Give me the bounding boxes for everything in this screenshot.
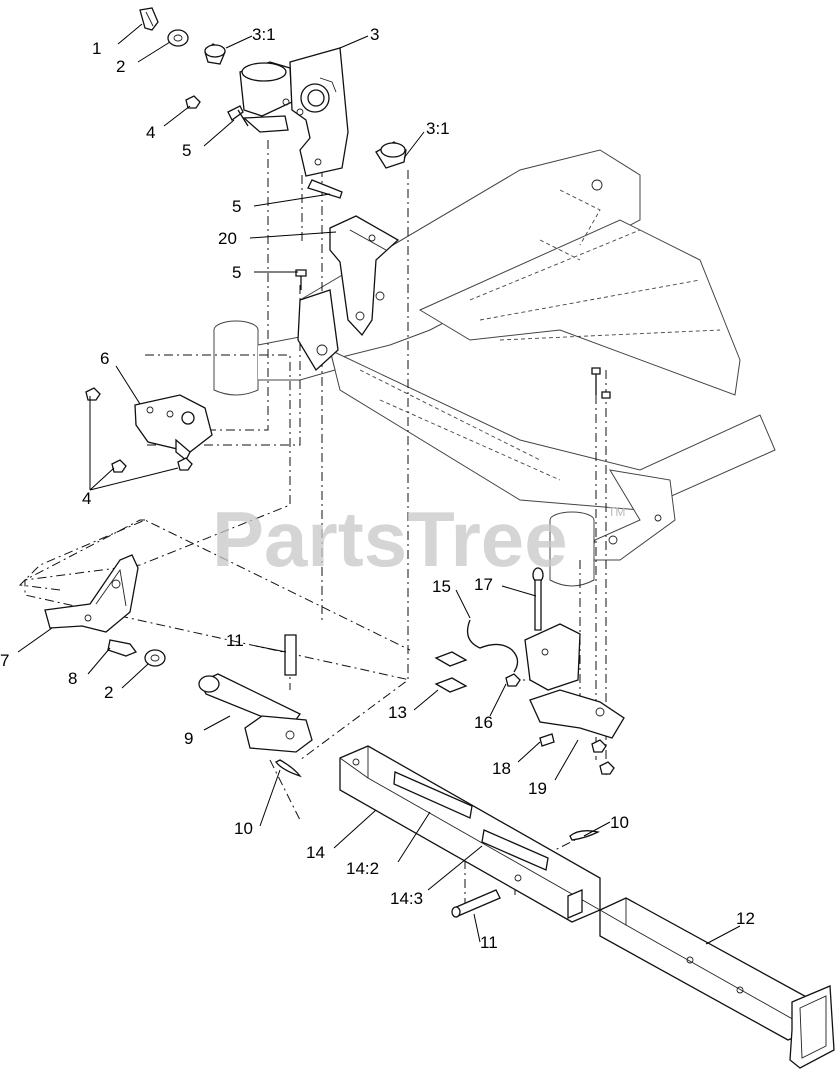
part-nut-19a — [591, 739, 607, 753]
callout-11: 11 — [226, 631, 244, 650]
part-3-lever-bracket — [239, 47, 349, 177]
part-4-nut-a — [85, 387, 101, 401]
callout-6: 6 — [100, 349, 109, 368]
part-14-tube — [339, 745, 601, 923]
callout-13: 13 — [388, 703, 407, 722]
assembly-lines — [18, 130, 607, 910]
callout-18: 18 — [492, 759, 511, 778]
part-4-nut-c — [177, 457, 193, 471]
callout-14-2: 14:2 — [346, 859, 379, 878]
callout-4: 4 — [82, 489, 91, 508]
callout-10: 10 — [234, 819, 253, 838]
part-13-pad-a — [434, 651, 468, 667]
callout-10: 10 — [610, 813, 629, 832]
callout-7: 7 — [0, 651, 9, 670]
callout-14-3: 14:3 — [390, 889, 423, 908]
part-5-bolt-a — [227, 105, 249, 127]
callout-2: 2 — [116, 57, 125, 76]
callout-14: 14 — [306, 843, 325, 862]
callout-15: 15 — [432, 577, 451, 596]
part-18-bolt — [539, 733, 555, 747]
part-3-1-bushing-right — [375, 141, 407, 169]
part-20-bracket — [297, 215, 400, 372]
part-4-nut-top — [185, 95, 201, 109]
part-12-tube — [599, 897, 835, 1069]
callout-5: 5 — [232, 263, 241, 282]
part-2-washer — [167, 29, 189, 47]
leader-lines — [17, 23, 741, 945]
part-4-nut-b — [111, 459, 127, 473]
callout-4: 4 — [146, 123, 155, 142]
callout-12: 12 — [736, 909, 755, 928]
part-bolt-top-right-a — [591, 367, 601, 395]
callout-5: 5 — [182, 141, 191, 160]
callout-16: 16 — [474, 713, 493, 732]
callout-17: 17 — [474, 575, 493, 594]
part-3-1-bushing-top — [204, 43, 226, 65]
callout-5: 5 — [232, 197, 241, 216]
callout-20: 20 — [218, 229, 237, 248]
part-11-pin-b — [453, 889, 501, 917]
part-10-clip-b — [569, 830, 600, 841]
part-6-plate — [134, 394, 213, 462]
callout-9: 9 — [184, 729, 193, 748]
callout-8: 8 — [68, 669, 77, 688]
part-19-bracket — [524, 623, 625, 739]
callout-11: 11 — [480, 933, 498, 952]
watermark: PartsTree — [212, 495, 568, 583]
callout-3-1: 3:1 — [252, 25, 276, 44]
part-2-washer-b — [144, 649, 166, 667]
part-7-bracket — [44, 554, 139, 633]
part-bolt-top-right-b — [601, 391, 611, 399]
callout-3-1: 3:1 — [426, 119, 450, 138]
part-9-pivot — [198, 673, 313, 753]
part-11-pin-a — [284, 634, 297, 676]
callout-2: 2 — [104, 683, 113, 702]
part-17-pin — [532, 567, 544, 631]
part-1-pin — [139, 7, 159, 31]
callouts: 1 2 3:1 3 4 5 3:1 5 20 5 6 4 7 8 2 11 9 … — [0, 25, 755, 952]
part-8-bolt — [107, 639, 138, 657]
part-5-bolt-b — [307, 179, 343, 199]
callout-1: 1 — [92, 39, 101, 58]
part-13-pad-b — [434, 677, 468, 693]
part-5-bolt-c — [295, 269, 307, 290]
part-10-clip-a — [275, 759, 302, 778]
callout-3: 3 — [370, 25, 379, 44]
callout-19: 19 — [528, 779, 547, 798]
watermark-tm: TM — [608, 505, 625, 519]
part-15-cable — [466, 619, 519, 673]
part-nut-19b — [599, 761, 615, 775]
part-16-nut — [505, 673, 521, 687]
